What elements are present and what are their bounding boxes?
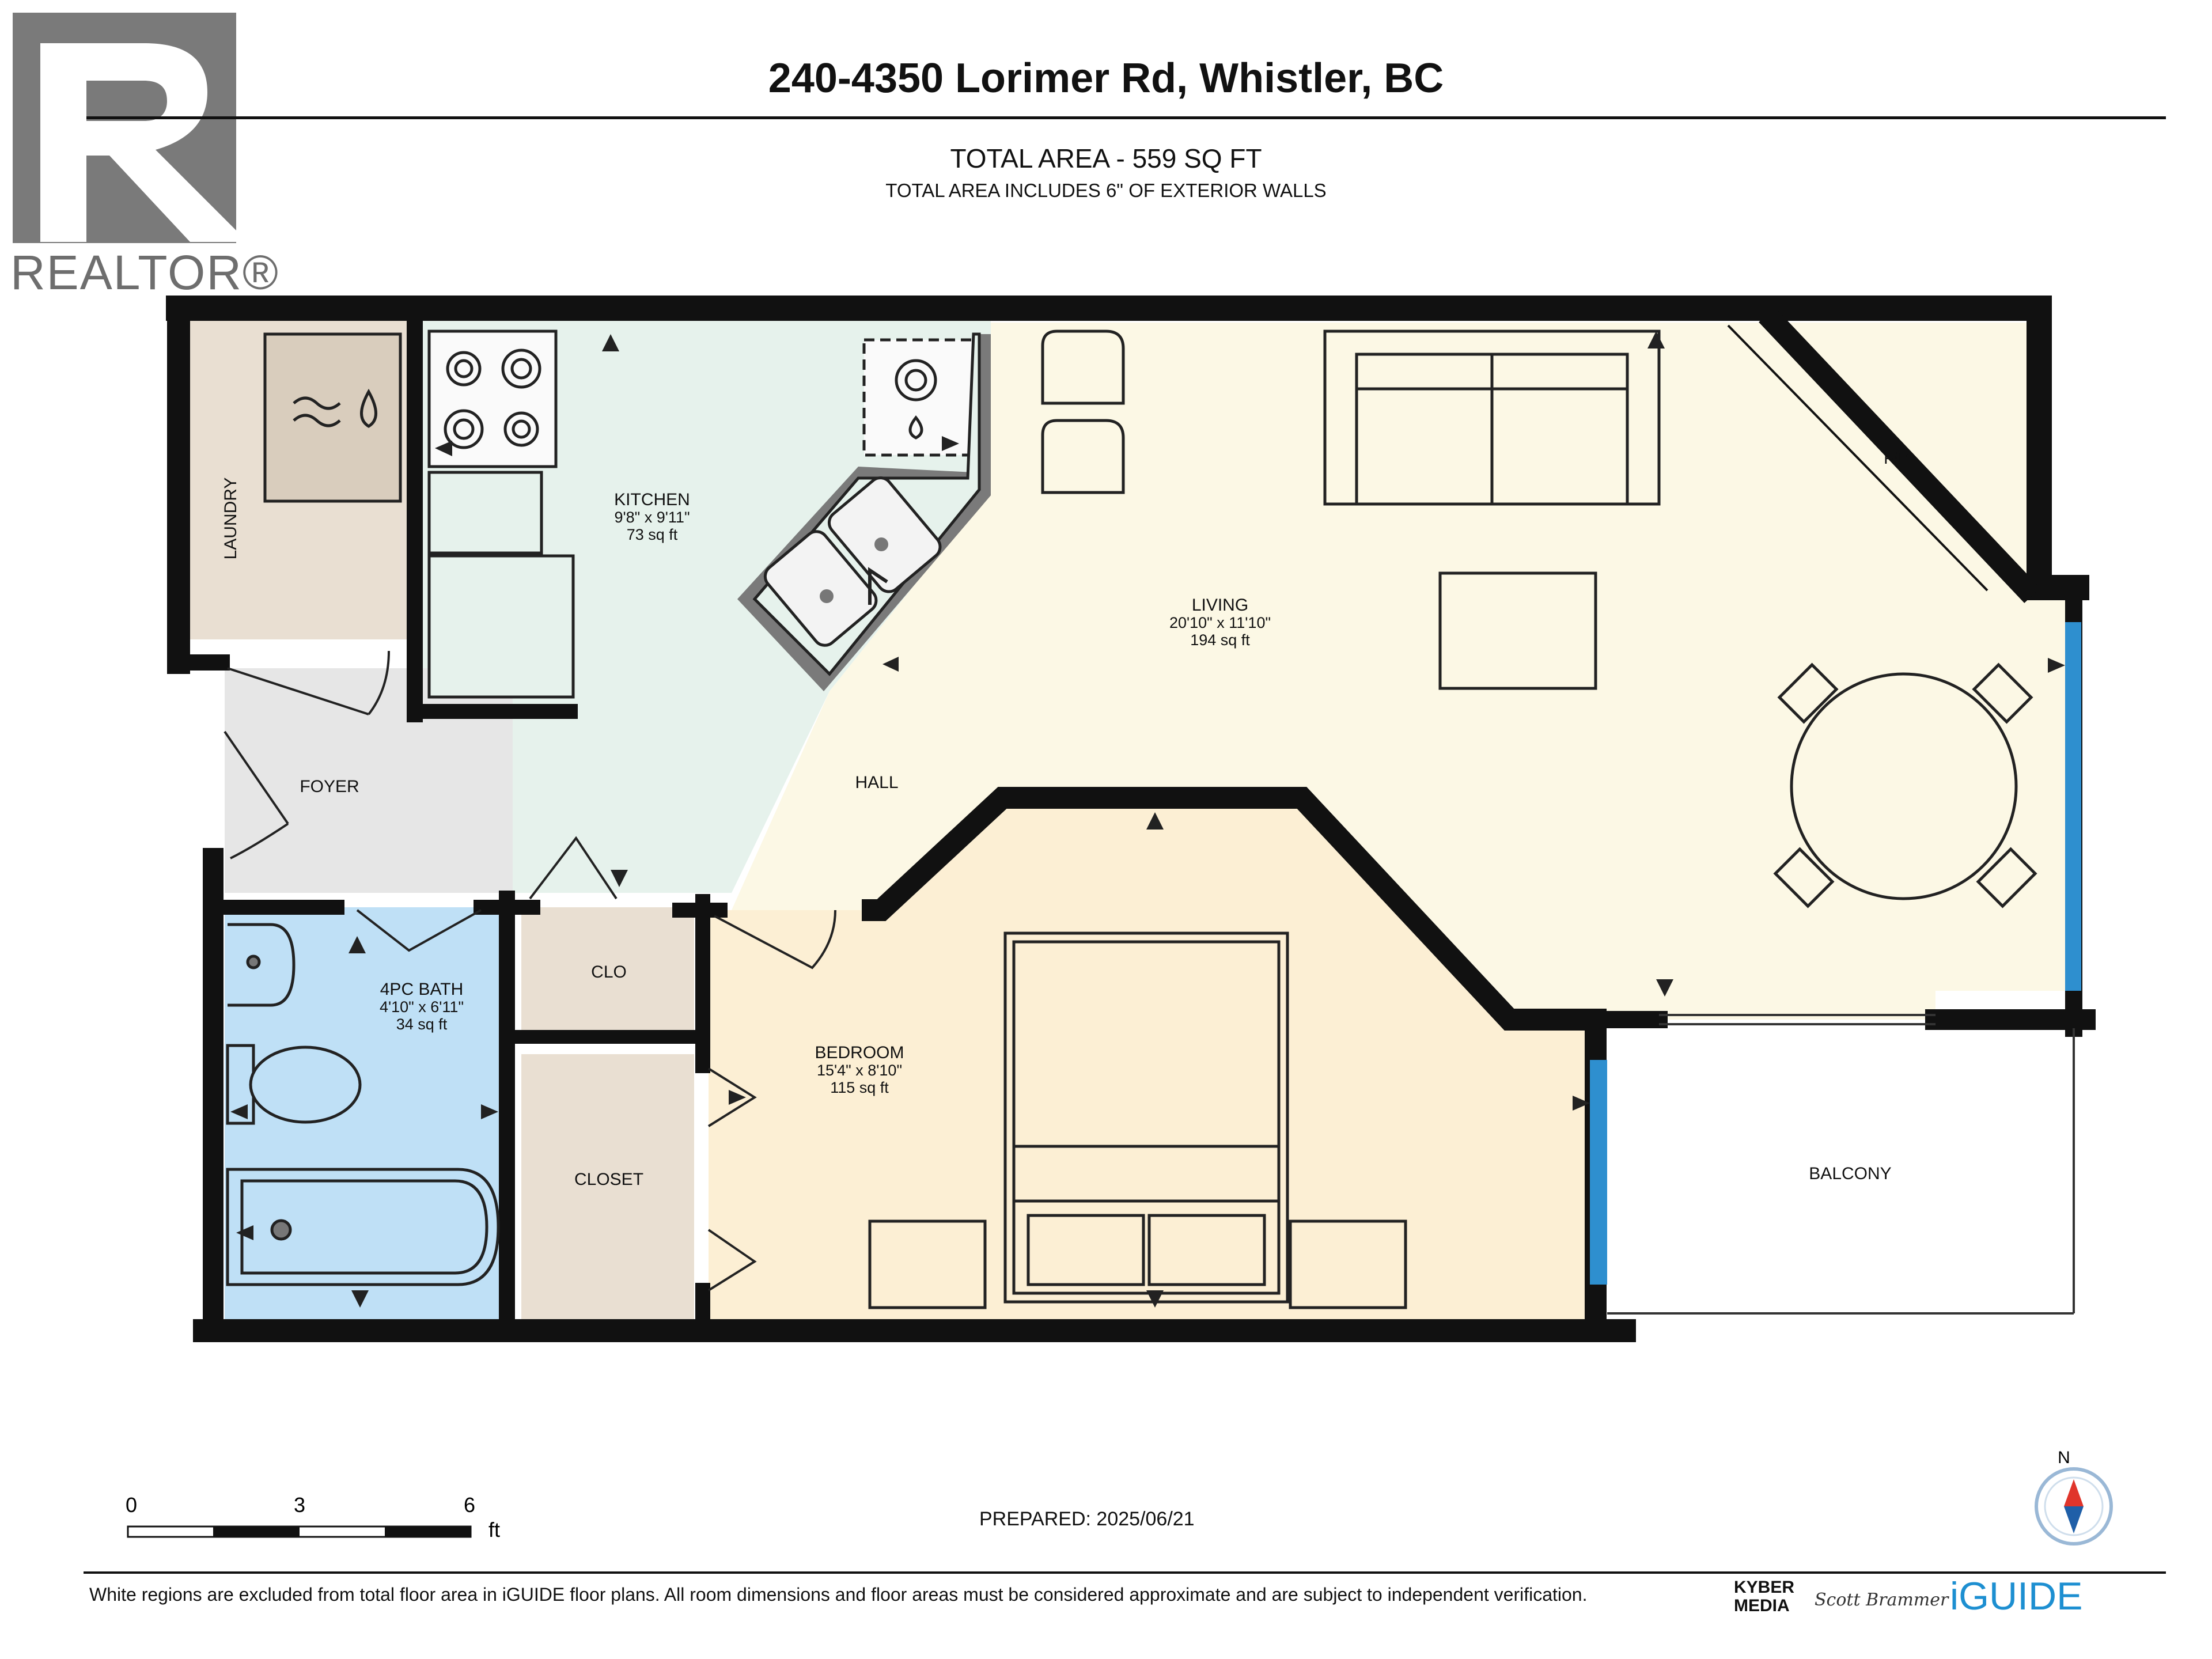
dishwasher-icon (862, 338, 975, 457)
fireplace-line (1727, 324, 1988, 592)
kitchen-room (415, 317, 991, 893)
bar-stool-icon (1041, 329, 1125, 494)
balcony-outline (1607, 1014, 2075, 1315)
compass-icon: N (2035, 1448, 2113, 1546)
scale-unit: ft (488, 1518, 500, 1541)
bedroom-area: 115 sq ft (830, 1079, 889, 1096)
sofa-icon (1323, 329, 1661, 506)
iguide-logo: iGUIDE (1950, 1574, 2083, 1618)
total-area-note: TOTAL AREA INCLUDES 6" OF EXTERIOR WALLS (885, 180, 1327, 201)
total-area: TOTAL AREA - 559 SQ FT (950, 143, 1262, 173)
bathtub-icon (226, 1168, 500, 1286)
bath-name: 4PC BATH (380, 980, 463, 999)
fridge-icon (427, 471, 575, 699)
bath-dims: 4'10" x 6'11" (380, 998, 464, 1016)
dining-table-icon (1773, 662, 2037, 908)
footer-rule (84, 1571, 2166, 1574)
page-title: 240-4350 Lorimer Rd, Whistler, BC (768, 55, 1444, 101)
living-name: LIVING (1192, 596, 1248, 615)
closet-label: CLOSET (574, 1170, 643, 1189)
bedroom-window (1590, 1060, 1607, 1285)
room-labels: LAUNDRY KITCHEN 9'8" x 9'11" 73 sq ft LI… (221, 449, 1909, 1189)
foyer-label: FOYER (300, 777, 359, 796)
laundry-label: LAUNDRY (221, 478, 240, 560)
bedroom-dims: 15'4" x 8'10" (817, 1062, 902, 1079)
sink-counter (737, 332, 991, 691)
clo-label: CLO (591, 963, 627, 982)
bed-icon (1003, 931, 1289, 1304)
door-swings (224, 650, 836, 1291)
direction-arrows (230, 331, 2065, 1308)
nightstand-icon (868, 1219, 1407, 1309)
prepared-date: PREPARED: 2025/06/21 (979, 1508, 1195, 1530)
living-room (732, 323, 2068, 1020)
bath-fixtures (226, 923, 500, 1286)
scale-tick-0: 0 (126, 1493, 137, 1517)
living-area: 194 sq ft (1190, 631, 1250, 649)
kitchen-area: 73 sq ft (627, 526, 678, 543)
signature-logo: Scott Brammer (1815, 1590, 1949, 1610)
bath-room (225, 907, 501, 1322)
kitchen-name: KITCHEN (614, 490, 690, 509)
stove-icon (427, 329, 558, 468)
fireplace-label: F/P (1884, 449, 1909, 467)
clo-room (521, 907, 694, 1031)
living-window (2065, 622, 2081, 991)
realtor-r-glyph (40, 43, 236, 242)
scale-bar: 0 3 6 ft (126, 1493, 500, 1541)
walls (166, 296, 2096, 1342)
bedroom-name: BEDROOM (815, 1043, 904, 1062)
closet-room (521, 1054, 694, 1322)
laundry-room (187, 317, 415, 639)
toilet-tank (226, 1044, 255, 1125)
realtor-logo (13, 13, 236, 243)
hall-label: HALL (855, 773, 898, 792)
header-rule (86, 116, 2166, 119)
vanity-sink-icon (228, 923, 296, 1007)
realtor-wordmark: REALTOR® (10, 245, 279, 300)
coffee-table-icon (1438, 571, 1597, 690)
scale-tick-6: 6 (464, 1493, 475, 1517)
living-dims: 20'10" x 11'10" (1169, 614, 1271, 631)
compass-n-label: N (2058, 1448, 2070, 1467)
kitchen-dims: 9'8" x 9'11" (614, 509, 690, 526)
toilet-icon (249, 1046, 362, 1124)
footer-disclaimer: White regions are excluded from total fl… (89, 1584, 1588, 1605)
balcony-label: BALCONY (1809, 1164, 1891, 1183)
foyer-room (225, 668, 513, 893)
bath-area: 34 sq ft (396, 1016, 448, 1033)
kyber-media-logo: KYBER MEDIA (1734, 1578, 1795, 1615)
scale-tick-3: 3 (294, 1493, 305, 1517)
washer-dryer-icon (263, 332, 402, 503)
bedroom-room (709, 798, 1596, 1319)
